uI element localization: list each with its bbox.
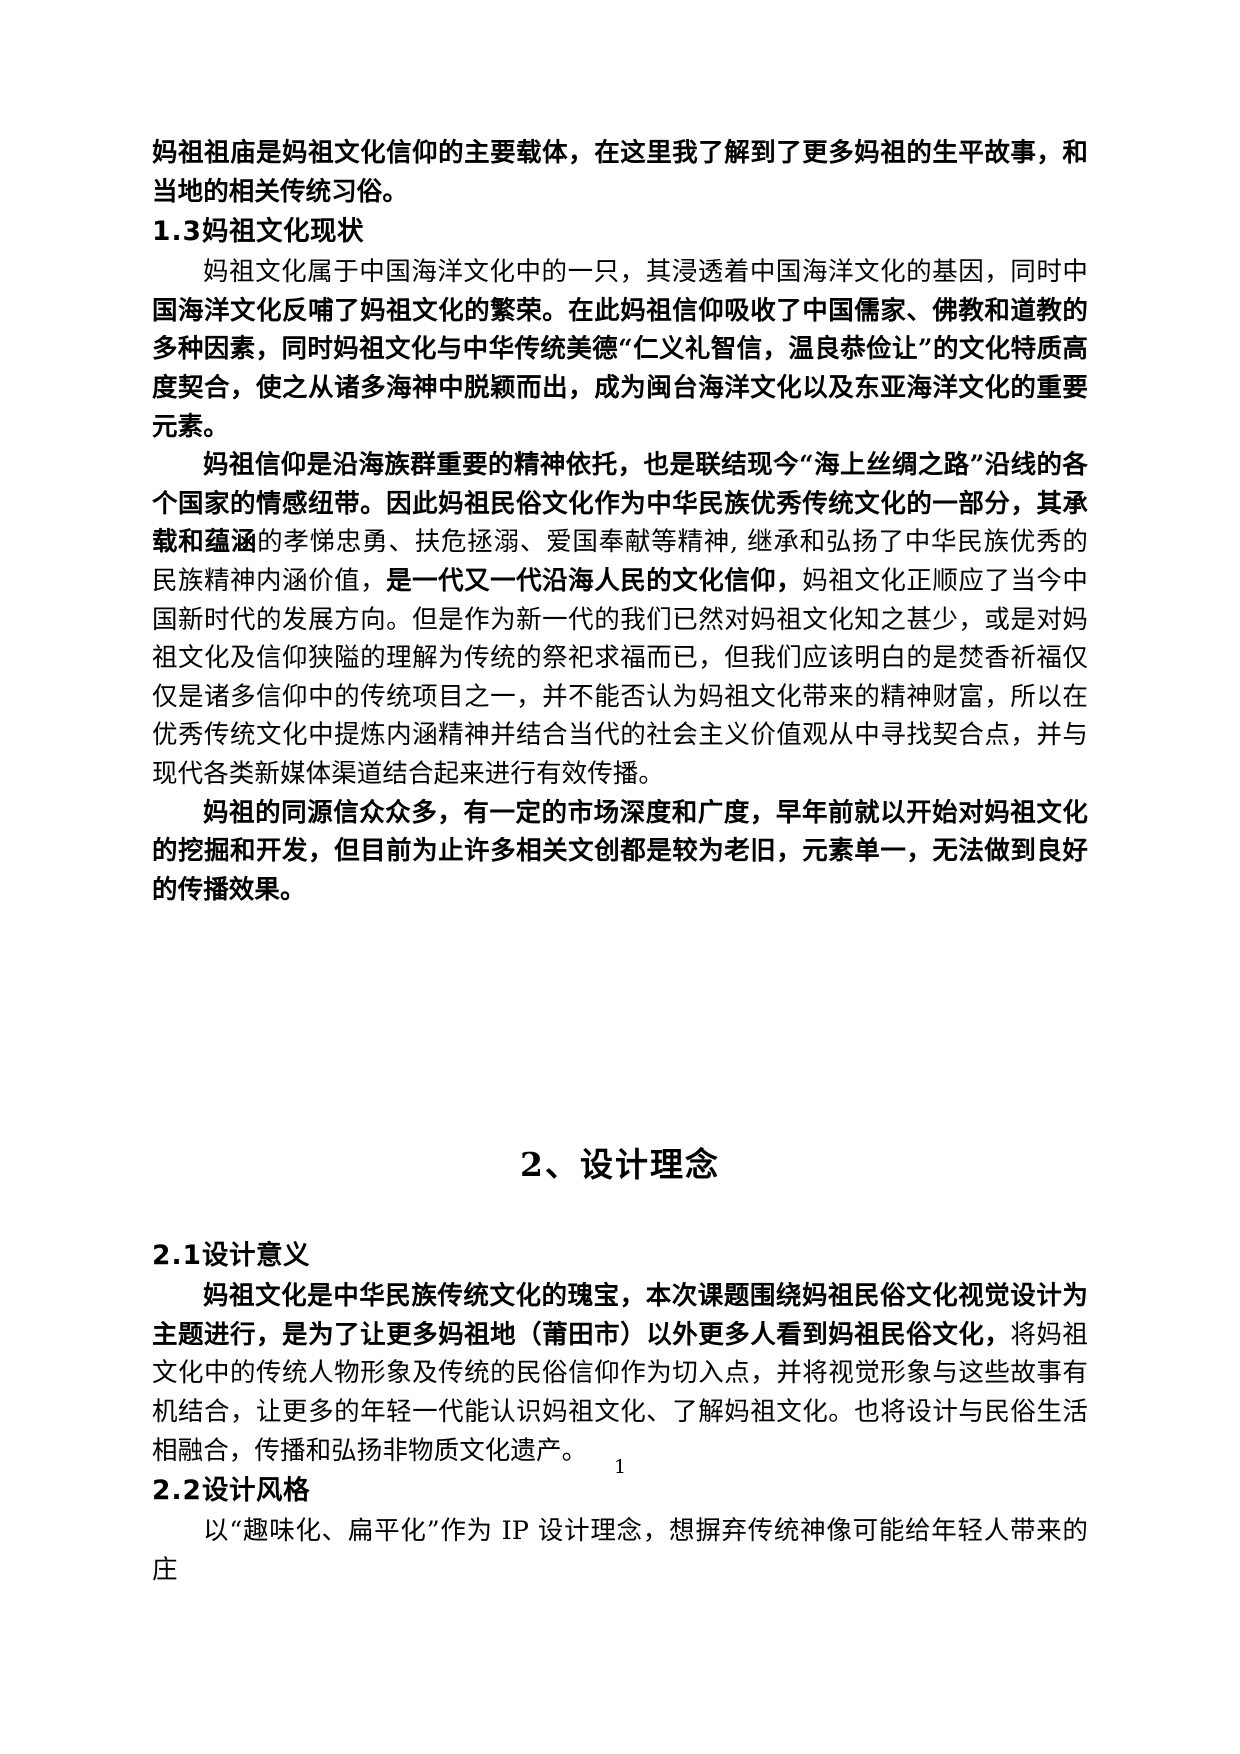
heading-title: 妈祖文化现状 <box>201 216 364 248</box>
text-run: 妈祖文化是中华民族传统文化的瑰宝，本次课题围绕妈祖民俗文化视觉设计为主题进行，是… <box>152 1281 1088 1350</box>
text-run: 的孝悌忠勇、扶危拯溺、爱国奉献等精神, 继承和弘扬了中华民族优秀的民族精神内涵价… <box>152 527 1089 596</box>
text-run: 妈祖信仰是沿海族群重要的精神依托，也是联结现今“海上丝绸之路”沿线的各个国家的情… <box>152 450 1088 558</box>
heading-number: 2.2 <box>152 1475 202 1507</box>
heading-2-1: 2.1设计意义 <box>152 1235 1088 1277</box>
heading-title: 设计意义 <box>201 1240 310 1272</box>
page-number: 1 <box>613 1456 627 1478</box>
text-run: 国海洋文化反哺了妈祖文化的繁荣。在此妈祖信仰吸收了中国儒家、佛教和道教的多种因素… <box>152 295 1088 442</box>
heading-title: 设计风格 <box>201 1475 310 1507</box>
chapter-title-2: 2、设计理念 <box>520 1145 720 1185</box>
section-gap <box>152 909 1088 1141</box>
paragraph-intro: 妈祖祖庙是妈祖文化信仰的主要载体，在这里我了解到了更多妈祖的生平故事，和当地的相… <box>152 134 1088 211</box>
text-run: 以“趣味化、扁平化”作为 IP 设计理念，想摒弃传统神像可能给年轻人带来的庄 <box>152 1516 1088 1585</box>
title-gap <box>152 1189 1088 1235</box>
text-run: 妈祖祖庙是妈祖文化信仰的主要载体，在这里我了解到了更多妈祖的生平故事，和当地的相… <box>152 138 1088 207</box>
paragraph-1-3-a: 妈祖文化属于中国海洋文化中的一只，其浸透着中国海洋文化的基因，同时中国海洋文化反… <box>152 253 1088 446</box>
page-content: 妈祖祖庙是妈祖文化信仰的主要载体，在这里我了解到了更多妈祖的生平故事，和当地的相… <box>152 134 1088 1589</box>
paragraph-1-3-c: 妈祖的同源信众众多，有一定的市场深度和广度，早年前就以开始对妈祖文化的挖掘和开发… <box>152 794 1088 910</box>
text-run: 将妈祖文化中的传统人物形象及传统的民俗信仰作为切入点，并将视觉形象与这些故事有机… <box>152 1319 1088 1466</box>
text-run: 是一代又一代沿海人民的文化信仰， <box>386 565 803 596</box>
heading-number: 1.3 <box>152 216 202 248</box>
heading-1-3: 1.3妈祖文化现状 <box>152 211 1088 253</box>
paragraph-1-3-b: 妈祖信仰是沿海族群重要的精神依托，也是联结现今“海上丝绸之路”沿线的各个国家的情… <box>152 446 1088 793</box>
paragraph-2-1: 妈祖文化是中华民族传统文化的瑰宝，本次课题围绕妈祖民俗文化视觉设计为主题进行，是… <box>152 1277 1088 1470</box>
text-run: 妈祖的同源信众众多，有一定的市场深度和广度，早年前就以开始对妈祖文化的挖掘和开发… <box>152 797 1088 905</box>
text-run: 妈祖文化正顺应了当今中国新时代的发展方向。但是作为新一代的我们已然对妈祖文化知之… <box>152 565 1089 789</box>
paragraph-2-2: 以“趣味化、扁平化”作为 IP 设计理念，想摒弃传统神像可能给年轻人带来的庄 <box>152 1512 1088 1589</box>
text-run: 妈祖文化属于中国海洋文化中的一只，其浸透着中国海洋文化的基因，同时中 <box>203 257 1088 288</box>
heading-number: 2.1 <box>152 1240 202 1272</box>
heading-2-2: 2.2设计风格 <box>152 1470 1088 1512</box>
